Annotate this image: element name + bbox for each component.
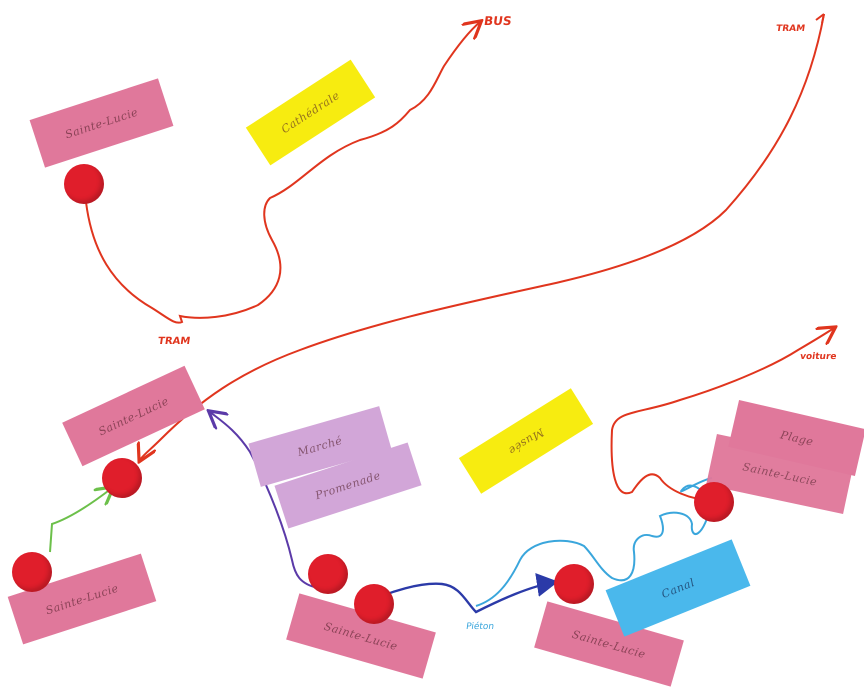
label-voiture: voiture — [799, 352, 838, 362]
label-tram-left: TRAM — [157, 336, 191, 347]
route-blue — [371, 573, 559, 614]
route-tram-top — [140, 13, 825, 460]
route-green — [49, 488, 112, 553]
pin-bottom-left — [12, 552, 52, 592]
pin-middle-left — [102, 458, 142, 498]
route-voiture — [610, 328, 834, 501]
pin-center-b — [354, 584, 394, 624]
pin-center-a — [308, 554, 348, 594]
pin-right — [694, 482, 734, 522]
pin-top-left — [64, 164, 104, 204]
route-purple — [210, 412, 319, 589]
pin-center-right — [554, 564, 594, 604]
label-tram-top: TRAM — [775, 24, 806, 34]
label-bus: BUS — [483, 14, 513, 28]
route-tram-to-bus — [85, 22, 480, 324]
label-pieton: Piéton — [465, 622, 495, 632]
